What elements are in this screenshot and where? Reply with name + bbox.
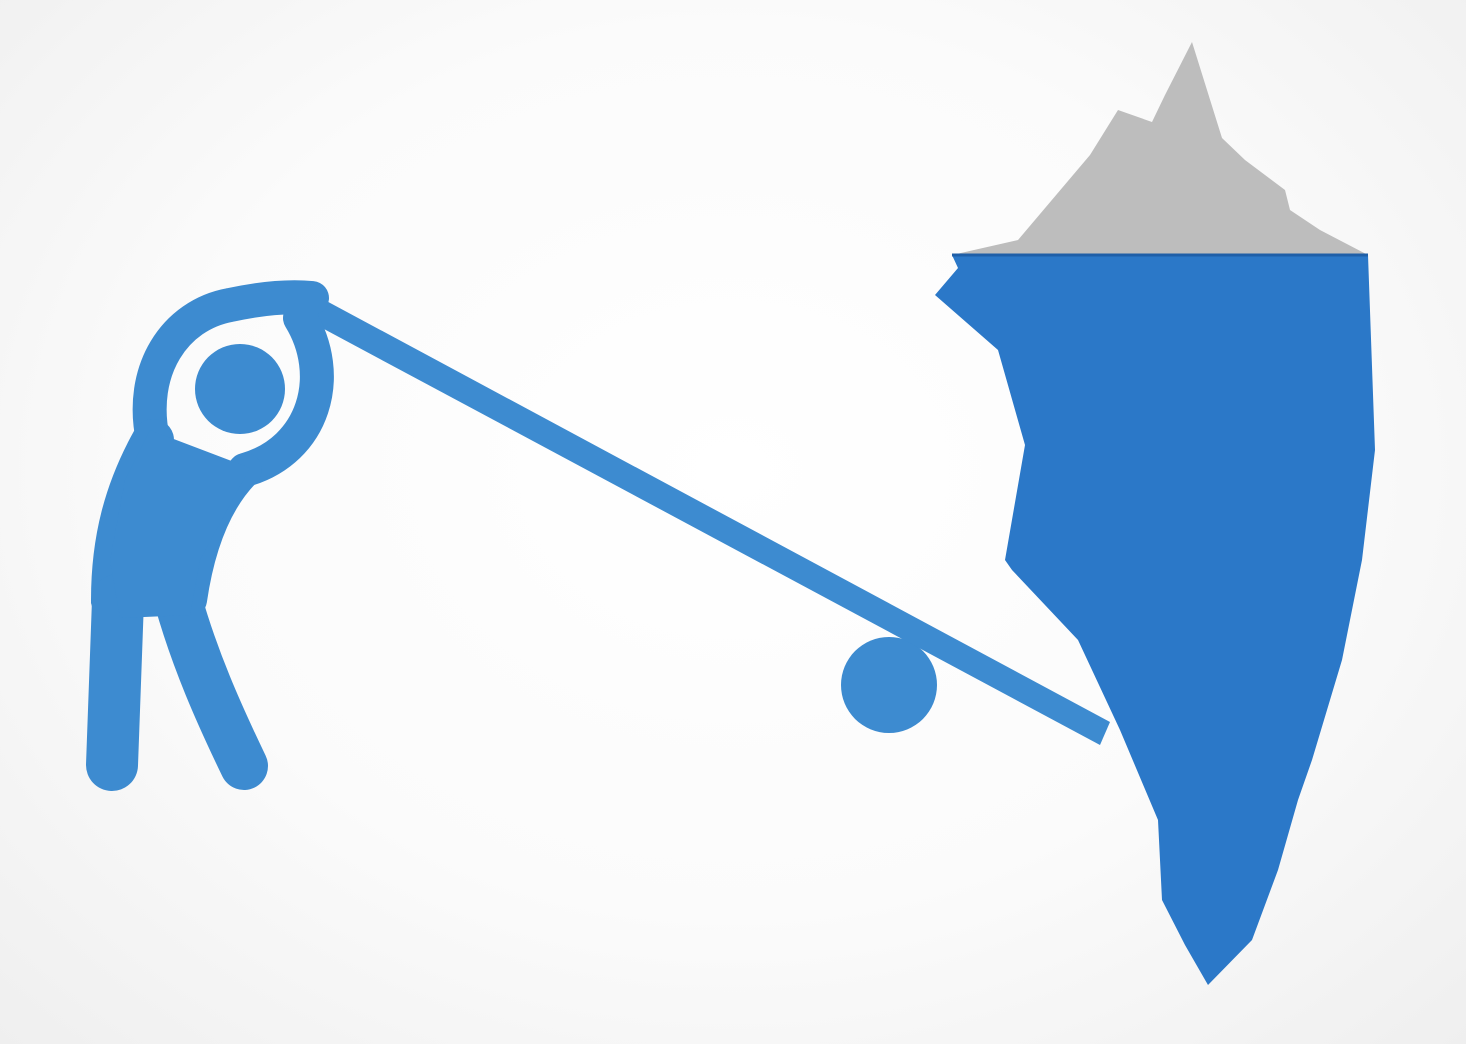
iceberg-tip (952, 42, 1368, 255)
iceberg-underwater (935, 255, 1375, 985)
person-leg-left (112, 600, 118, 765)
fulcrum-icon (841, 637, 937, 733)
person-icon (110, 297, 317, 766)
iceberg-icon (935, 42, 1375, 985)
person-leg-right (178, 600, 244, 766)
lever-icon (296, 290, 1110, 745)
person-head (195, 344, 285, 434)
